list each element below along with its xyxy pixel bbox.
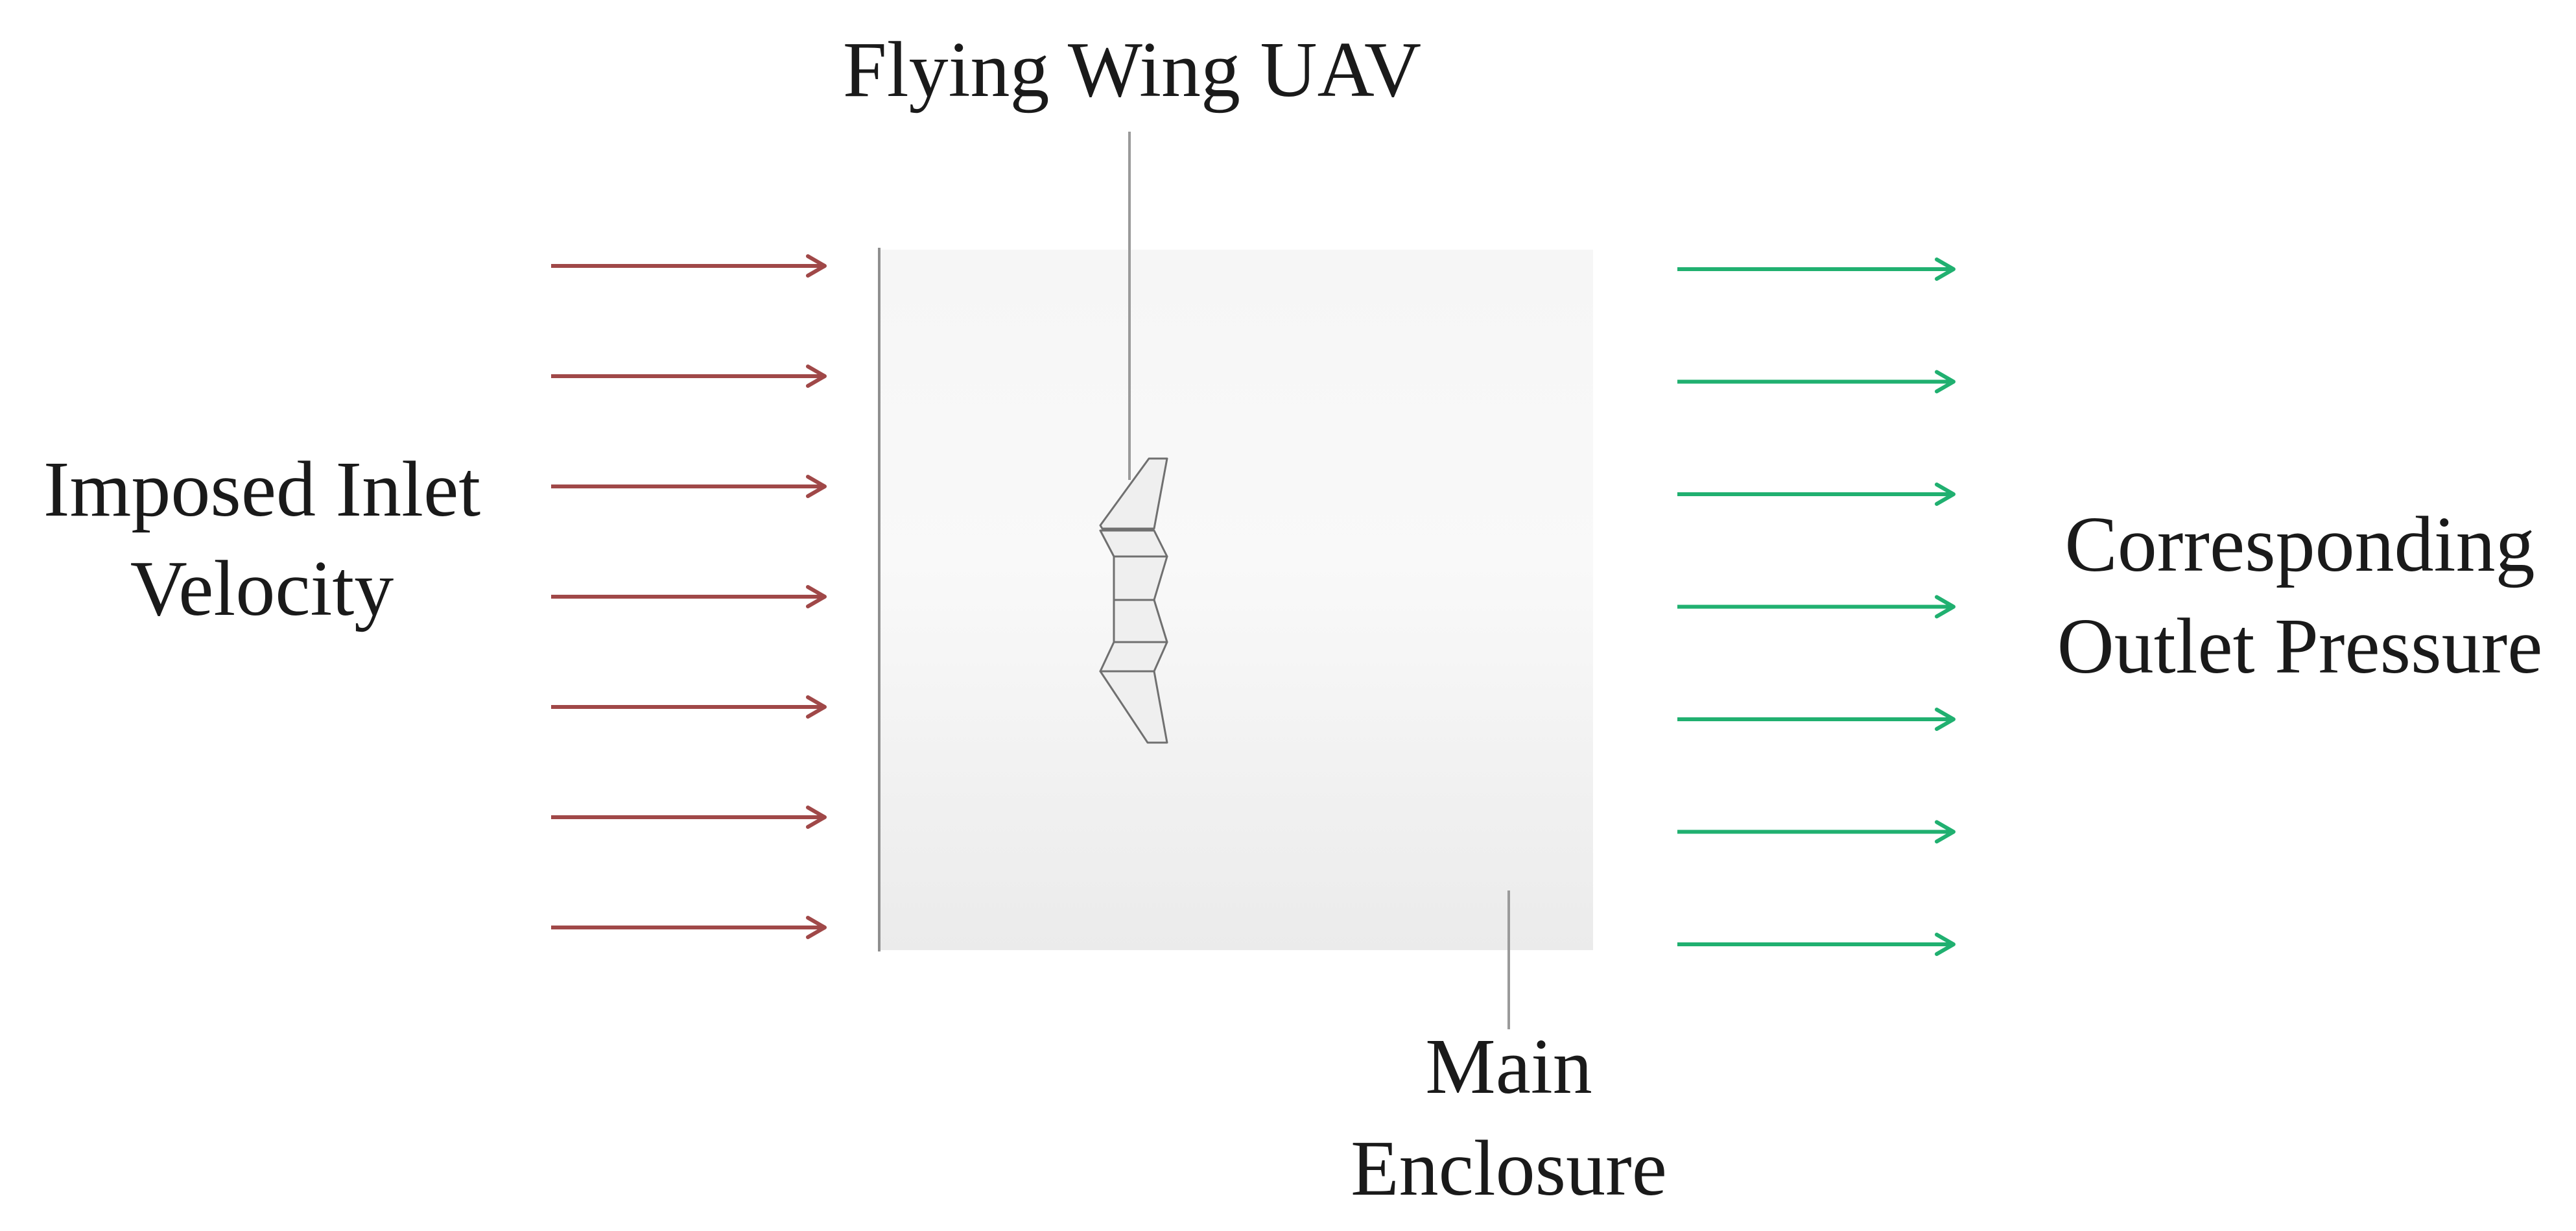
inlet-arrow-6 bbox=[551, 806, 827, 829]
flying-wing-uav-shape bbox=[1099, 457, 1168, 744]
outlet-arrow-1 bbox=[1677, 257, 1956, 281]
inlet-arrow-7 bbox=[551, 916, 827, 939]
inlet-arrow-2 bbox=[551, 365, 827, 388]
enclosure-label-line1: Main bbox=[1425, 1023, 1592, 1110]
enclosure-label-line2: Enclosure bbox=[1351, 1125, 1667, 1212]
outlet-arrow-6 bbox=[1677, 820, 1956, 844]
outlet-arrow-4 bbox=[1677, 595, 1956, 619]
uav-label: Flying Wing UAV bbox=[843, 26, 1421, 114]
inlet-label-line2: Velocity bbox=[130, 545, 394, 632]
inlet-label-line1: Imposed Inlet bbox=[43, 446, 480, 533]
outlet-arrow-2 bbox=[1677, 370, 1956, 394]
inlet-arrows bbox=[551, 254, 827, 939]
outlet-label-line1: Corresponding bbox=[2064, 501, 2535, 588]
inlet-arrow-4 bbox=[551, 585, 827, 608]
inlet-arrow-1 bbox=[551, 254, 827, 278]
inlet-arrow-3 bbox=[551, 475, 827, 498]
outlet-arrow-3 bbox=[1677, 483, 1956, 506]
outlet-arrows bbox=[1677, 257, 1956, 956]
inlet-arrow-5 bbox=[551, 695, 827, 719]
outlet-arrow-5 bbox=[1677, 708, 1956, 731]
main-enclosure-box bbox=[879, 250, 1593, 950]
outlet-arrow-7 bbox=[1677, 933, 1956, 956]
outlet-label-line2: Outlet Pressure bbox=[2057, 603, 2543, 690]
